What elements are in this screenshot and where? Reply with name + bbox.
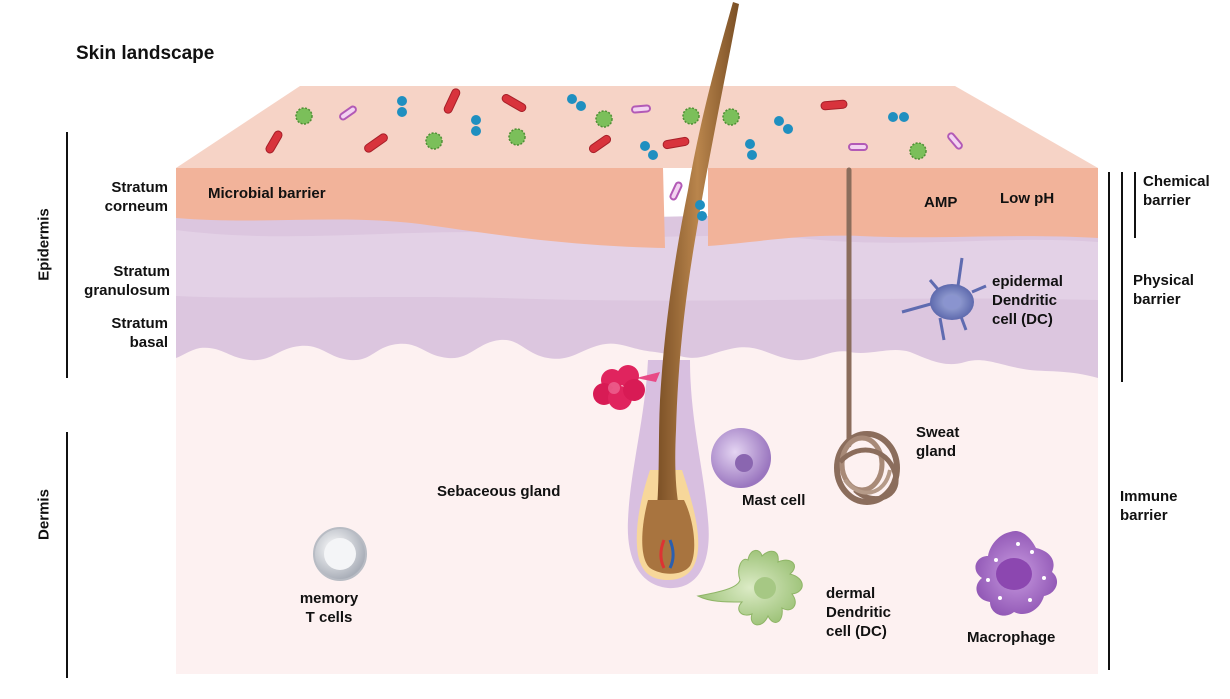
epidermis-label: Epidermis (35, 208, 53, 281)
hair-bulb (642, 500, 695, 574)
papilla-artery (659, 539, 666, 569)
sweat-gland (834, 167, 900, 505)
epidermis-bracket (66, 132, 68, 378)
mast-cell (711, 428, 771, 488)
memory-t-cell (313, 527, 367, 581)
stratum-granulosum-band (176, 230, 1098, 301)
macrophage-cell (975, 530, 1058, 616)
microbial-barrier-label: Microbial barrier (208, 185, 326, 202)
low-ph-label: Low pH (1000, 190, 1055, 207)
dermal-dendritic-cell (696, 550, 803, 626)
papilla-vein (668, 539, 675, 569)
epidermal-dendritic-cell (901, 257, 987, 341)
chemical-barrier-bracket (1134, 172, 1136, 238)
mast-cell-label: Mast cell (742, 492, 806, 509)
sebaceous-gland-label: Sebaceous gland (437, 483, 561, 500)
stratum-corneum-layer-right (708, 168, 1098, 246)
hair-shaft (656, 2, 739, 520)
macrophage-label: Macrophage (967, 629, 1056, 646)
skin-surface (176, 86, 1098, 168)
dermis-label: Dermis (35, 489, 53, 540)
dermis-bracket (66, 432, 68, 678)
diagram-title: Skin landscape (76, 43, 215, 64)
stratum-corneum-layer (176, 168, 665, 248)
surface-microbes (265, 88, 963, 221)
sebaceous-gland (593, 365, 660, 410)
amp-label: AMP (924, 194, 958, 211)
physical-barrier-bracket (1121, 172, 1123, 382)
immune-barrier-bracket (1108, 172, 1110, 670)
